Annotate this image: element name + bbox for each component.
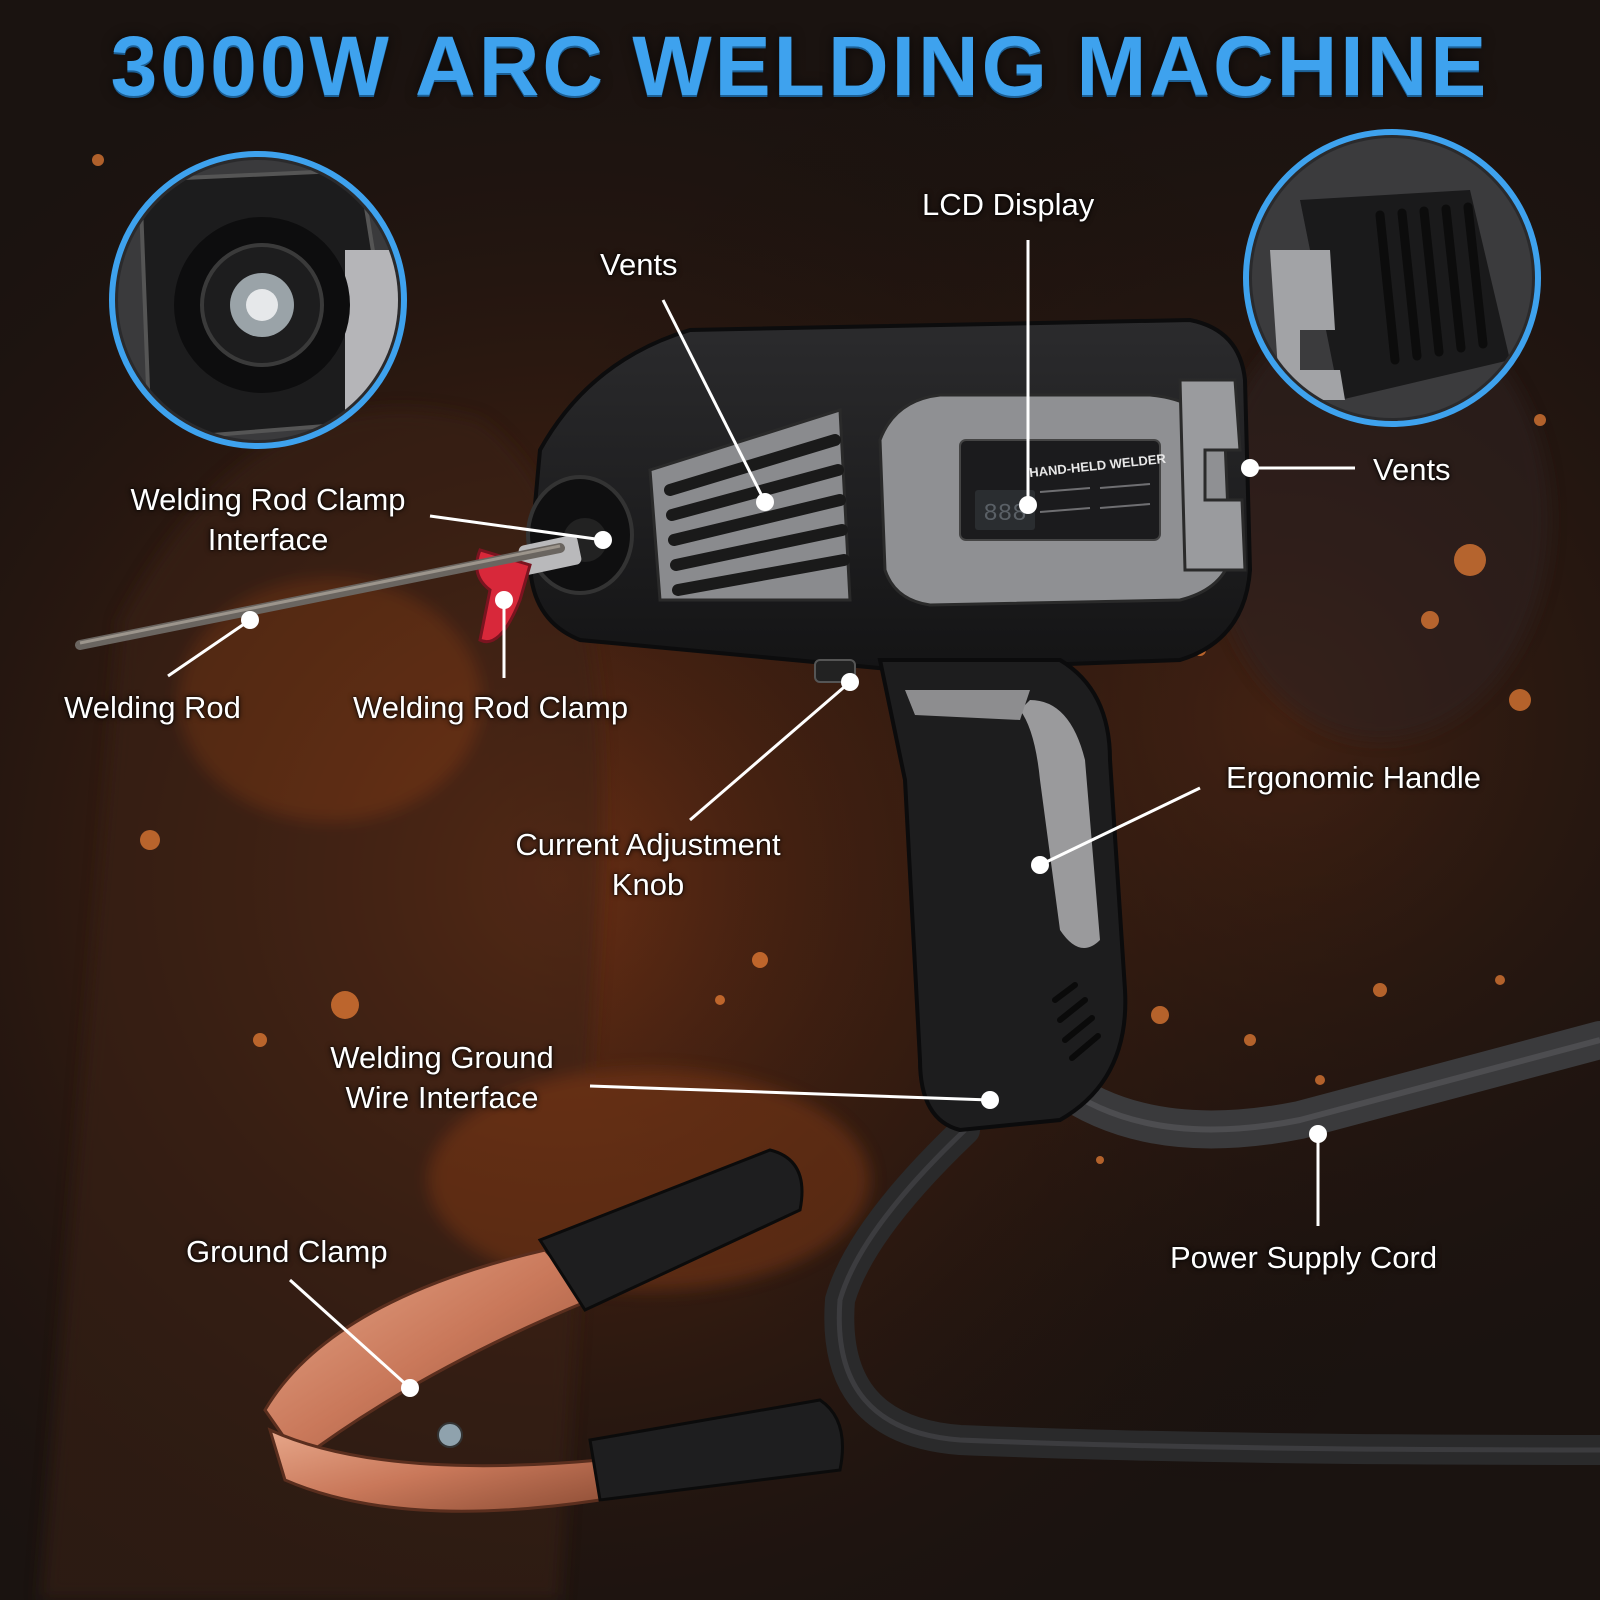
lcd-display [975,490,1035,530]
label-rod-clamp-interface-line1: Welding Rod Clamp [130,482,406,517]
label-vents-top: Vents [600,247,678,282]
label-vents-right: Vents [1373,452,1451,487]
inset-rod-clamp-interface [109,151,407,449]
label-power-cord: Power Supply Cord [1170,1240,1438,1275]
label-ergonomic-handle: Ergonomic Handle [1226,760,1482,795]
leader-lines [167,240,1355,1390]
page-title: 3000W ARC WELDING MACHINE [110,19,1490,113]
ground-clamp [263,1148,844,1513]
label-current-knob: Current Adjustment Knob [488,825,808,905]
label-ground-wire-interface: Welding Ground Wire Interface [312,1038,572,1118]
label-lcd-display: LCD Display [922,187,1095,222]
label-current-knob-line1: Current Adjustment [515,827,781,862]
welding-rod [75,543,565,650]
ground-wire [824,1115,1600,1465]
label-ground-clamp: Ground Clamp [186,1234,388,1269]
welder-body: 888 HAND-HELD WELDER [526,317,1253,1133]
label-ground-wire-line2: Wire Interface [345,1080,539,1115]
power-supply-cord [1041,1021,1600,1149]
front-vents [648,407,852,602]
label-rod-clamp-interface-line2: Interface [207,522,329,557]
label-welding-rod-clamp: Welding Rod Clamp [353,690,629,725]
label-ground-wire-line1: Welding Ground [330,1040,554,1075]
label-welding-rod: Welding Rod [64,690,241,725]
leader-dots [241,459,1327,1397]
inset-rear-vents [1243,129,1541,427]
label-current-knob-line2: Knob [611,867,685,902]
label-rod-clamp-interface: Welding Rod Clamp Interface [108,480,428,560]
